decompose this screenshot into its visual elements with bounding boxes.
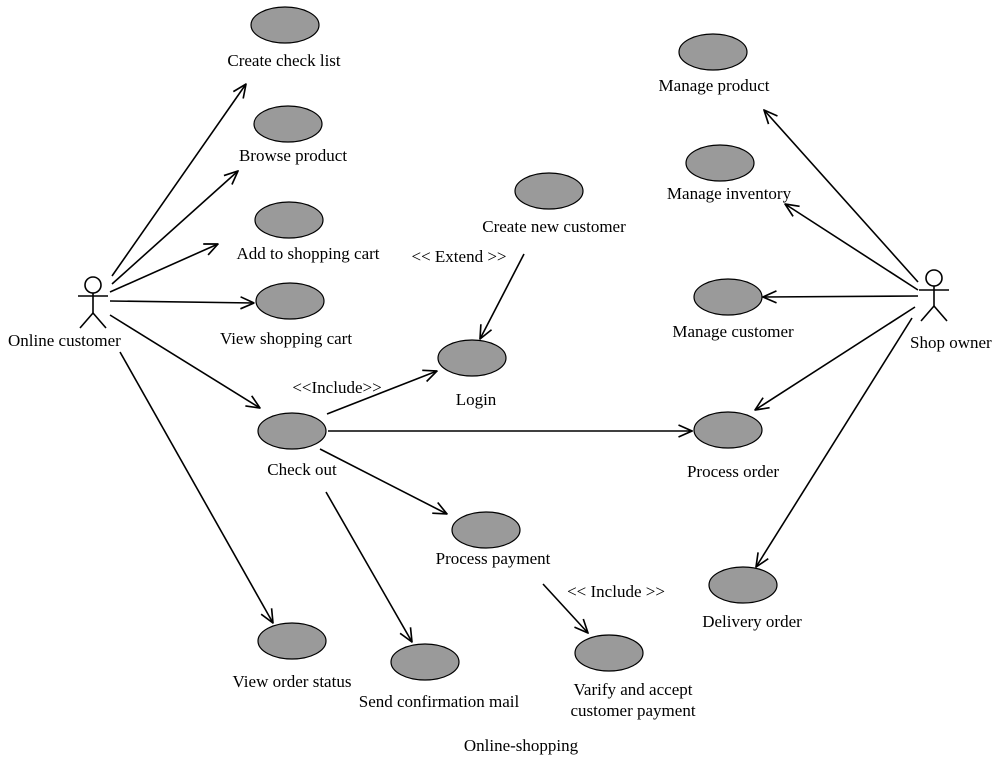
include-payment-verify — [542, 583, 588, 633]
check-out-label: Check out — [267, 460, 337, 479]
browse-product-label: Browse product — [238, 146, 348, 165]
view-cart-label: View shopping cart — [219, 329, 353, 348]
online-customer-label: Online customer — [8, 331, 121, 350]
extend-stereotype-label: << Extend >> — [411, 247, 507, 266]
assoc-checkout-process-payment — [319, 448, 447, 514]
view-order-status-label: View order status — [232, 672, 352, 691]
send-confirmation-mail-label: Send confirmation mail — [358, 692, 520, 711]
use-case-manage-product — [678, 33, 748, 71]
use-case-login — [437, 339, 507, 377]
manage-inventory-label: Manage inventory — [666, 184, 792, 203]
assoc-customer-check-out — [109, 314, 260, 408]
use-case-send-confirmation-mail — [390, 643, 460, 681]
diagram-caption: Online-shopping — [463, 736, 579, 755]
use-case-process-payment — [451, 511, 521, 549]
manage-product-label: Manage product — [658, 76, 770, 95]
use-case-view-order-status — [257, 622, 327, 660]
use-case-create-new-customer — [514, 172, 584, 210]
assoc-customer-view-order-status — [119, 351, 273, 623]
include-payment-stereotype-label: << Include >> — [567, 582, 665, 601]
manage-customer-label: Manage customer — [672, 322, 794, 341]
extend-new-customer-login — [480, 253, 525, 339]
online-customer-actor-figure — [78, 276, 108, 329]
use-case-manage-inventory — [685, 144, 755, 182]
assoc-owner-manage-product — [764, 110, 919, 283]
create-new-customer-label: Create new customer — [482, 217, 626, 236]
use-case-create-check-list — [250, 6, 320, 44]
use-case-process-order — [693, 411, 763, 449]
assoc-checkout-send-confirmation — [325, 491, 412, 642]
delivery-order-label: Delivery order — [702, 612, 802, 631]
process-order-label: Process order — [686, 462, 780, 481]
use-case-manage-customer — [693, 278, 763, 316]
include-login-stereotype-label: <<Include>> — [292, 378, 382, 397]
use-case-add-to-cart — [254, 201, 324, 239]
verify-payment-label-line2: customer payment — [570, 701, 696, 720]
verify-payment-label-line1: Varify and accept — [573, 680, 693, 699]
add-to-cart-label: Add to shopping cart — [236, 244, 380, 263]
assoc-customer-browse-product — [111, 171, 238, 285]
shop-owner-label: Shop owner — [910, 333, 992, 352]
assoc-owner-process-order — [755, 306, 916, 410]
create-check-list-label: Create check list — [227, 51, 341, 70]
process-payment-label: Process payment — [435, 549, 551, 568]
assoc-owner-manage-customer — [763, 296, 919, 297]
use-case-delivery-order — [708, 566, 778, 604]
include-checkout-login — [326, 371, 437, 415]
assoc-owner-delivery-order — [756, 317, 913, 567]
use-case-browse-product — [253, 105, 323, 143]
use-case-check-out — [257, 412, 327, 450]
shop-owner-actor-figure — [919, 269, 949, 322]
use-case-view-cart — [255, 282, 325, 320]
assoc-customer-create-check-list — [111, 84, 246, 277]
assoc-customer-add-to-cart — [109, 244, 218, 293]
use-case-verify-payment — [574, 634, 644, 672]
login-label: Login — [455, 390, 497, 409]
assoc-owner-manage-inventory — [785, 204, 919, 291]
assoc-customer-view-cart — [109, 301, 254, 303]
